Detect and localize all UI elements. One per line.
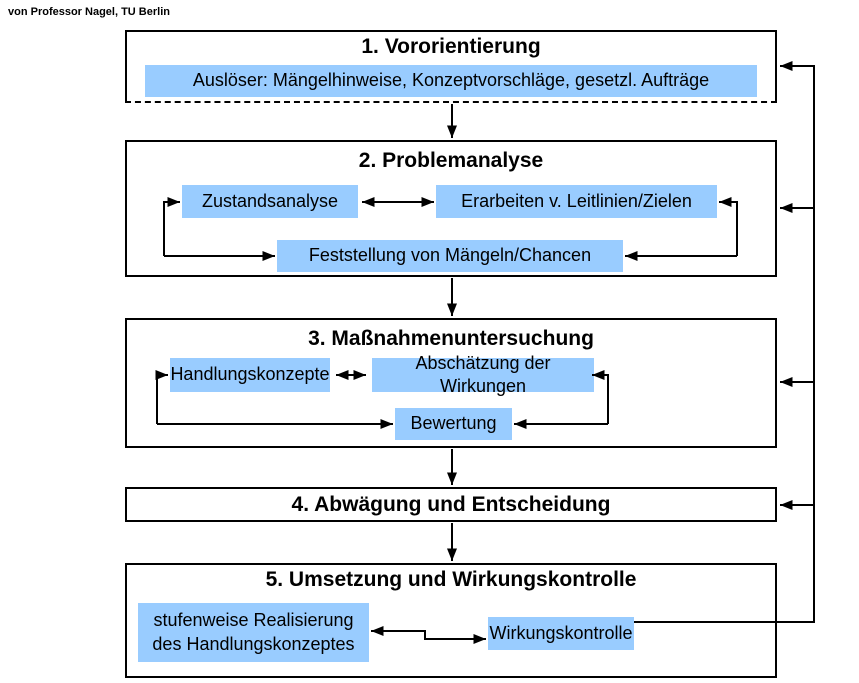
feedback-line-to-stage1 [634, 61, 815, 623]
stage-5-box [125, 563, 777, 678]
bidirectional-arrow-realisierung-wirkungskontrolle [371, 626, 486, 644]
loop-arrow-into-erarbeiten [719, 197, 738, 256]
credit-text: von Professor Nagel, TU Berlin [8, 6, 170, 18]
step-bewertung: Bewertung [395, 408, 512, 440]
step-feststellung-maengel: Feststellung von Mängeln/Chancen [277, 240, 623, 272]
step-wirkungskontrolle: Wirkungskontrolle [488, 617, 634, 650]
step-zustandsanalyse: Zustandsanalyse [182, 185, 358, 218]
loop-arrow-into-handlungskonzepte [155, 370, 168, 424]
stage-1-title: 1. Vororientierung [361, 35, 541, 58]
stage-2-box [125, 140, 777, 277]
step-stufenweise-realisierung: stufenweise Realisierung des Handlungsko… [138, 603, 369, 662]
stage-4-box [125, 487, 777, 522]
step-abschaetzung-wirkungen: Abschätzung der Wirkungen [372, 353, 594, 396]
stage-4-title: 4. Abwägung und Entscheidung [291, 492, 611, 516]
stage-1-box [125, 30, 777, 103]
step-ausloeser: Auslöser: Mängelhinweise, Konzeptvorschl… [145, 65, 757, 97]
stage-3-title: 3. Maßnahmenuntersuchung [308, 327, 594, 350]
stage-2-title: 2. Problemanalyse [358, 149, 544, 172]
loop-arrow-into-abschaetzung [592, 370, 609, 424]
stage-5-title: 5. Umsetzung und Wirkungskontrolle [265, 568, 637, 591]
stage-3-box [125, 318, 777, 448]
step-erarbeiten-leitlinien: Erarbeiten v. Leitlinien/Zielen [436, 185, 717, 218]
step-handlungskonzepte: Handlungskonzepte [170, 358, 330, 392]
loop-arrow-into-zustandsanalyse [163, 197, 180, 256]
